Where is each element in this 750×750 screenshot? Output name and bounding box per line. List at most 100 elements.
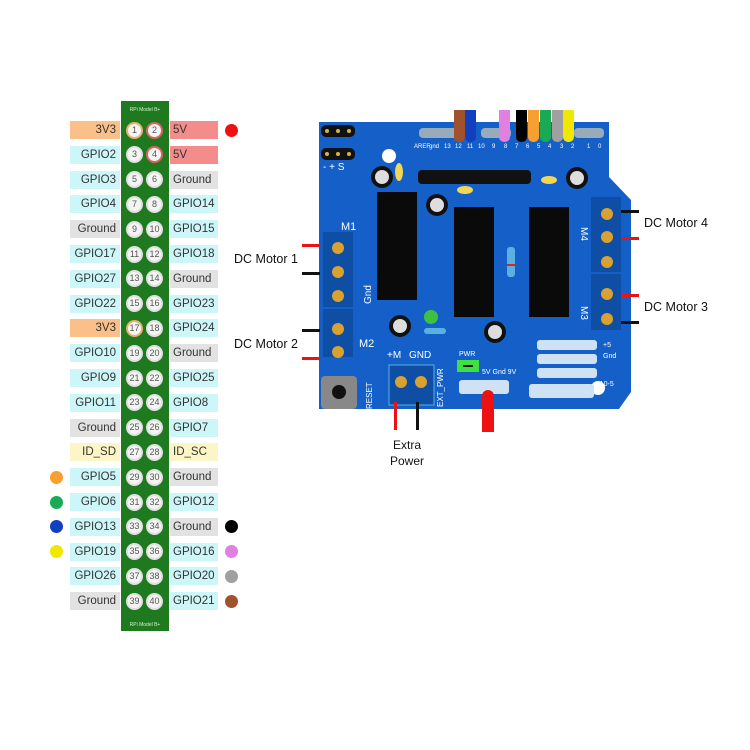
wire-color-dot-pin-2: [225, 123, 238, 137]
pin-39: 39: [126, 592, 143, 610]
pin-label-4: 5V: [170, 145, 218, 164]
pin-label-10: GPIO15: [170, 220, 218, 239]
pin-34: 34: [146, 518, 163, 536]
header-wire: [499, 110, 510, 142]
pin-8: 8: [146, 195, 163, 213]
extra-power-red-lead: [394, 402, 397, 430]
pin-21: 21: [126, 369, 143, 387]
rpi-gpio-header: RPi Model B+ RPi Model B+: [121, 101, 169, 631]
servo-label: - + S: [323, 162, 345, 173]
header-wire: [552, 110, 563, 142]
pin-22: 22: [146, 369, 163, 387]
m1-label: M1: [341, 221, 356, 233]
long-socket: [418, 170, 531, 184]
pin-label-38: GPIO20: [170, 567, 218, 586]
motor3-black-lead: [621, 321, 639, 324]
top-pin-label: 10: [478, 144, 485, 150]
extra-power-black-lead: [416, 402, 419, 430]
pin-33: 33: [126, 518, 143, 536]
header-title-bottom: RPi Model B+: [129, 622, 161, 628]
pin-28: 28: [146, 443, 163, 461]
pin-9: 9: [126, 220, 143, 238]
header-wire: [454, 110, 465, 142]
header-wire: [563, 110, 574, 142]
pin-20: 20: [146, 344, 163, 362]
top-pin-label: 0: [598, 144, 602, 150]
pin-label-3: GPIO2: [70, 145, 120, 164]
pin-14: 14: [146, 270, 163, 288]
top-pin-label: 7: [515, 144, 519, 150]
pin-17: 17: [126, 319, 143, 337]
dc-motor-2-label: DC Motor 2: [234, 337, 298, 351]
pin-31: 31: [126, 493, 143, 511]
pin-23: 23: [126, 394, 143, 412]
pin-label-13: GPIO27: [70, 269, 120, 288]
top-pin-label: 3: [560, 144, 564, 150]
pin-label-37: GPIO26: [70, 567, 120, 586]
pin-3: 3: [126, 146, 143, 164]
capacitors: [371, 166, 588, 343]
top-pin-label: AREF: [414, 144, 430, 150]
header-wire: [540, 110, 551, 142]
wire-color-dot-pin-29: [50, 470, 63, 484]
mount-hole: [591, 381, 605, 395]
pin-24: 24: [146, 394, 163, 412]
pin-2: 2: [146, 121, 163, 139]
pin-label-35: GPIO19: [70, 542, 120, 561]
pwr-label: PWR: [459, 351, 475, 358]
pin-27: 27: [126, 443, 143, 461]
pin-29: 29: [126, 468, 143, 486]
pin-label-16: GPIO23: [170, 294, 218, 313]
m4-label: M4: [578, 227, 589, 241]
motor4-black-lead: [621, 210, 639, 213]
pin-label-1: 3V3: [70, 121, 120, 139]
pin-label-23: GPIO11: [70, 393, 120, 412]
pin-label-7: GPIO4: [70, 195, 120, 214]
pin-label-6: Ground: [170, 170, 218, 189]
analog-label: A0-5: [599, 381, 614, 388]
pin-label-12: GPIO18: [170, 245, 218, 263]
pin-label-17: 3V3: [70, 319, 120, 338]
motor3-red-lead: [621, 294, 639, 297]
pin-label-2: 5V: [170, 121, 218, 139]
pin-label-30: Ground: [170, 468, 218, 487]
wire-color-dot-pin-35: [50, 545, 63, 559]
top-pin-label: 6: [526, 144, 530, 150]
wire-color-dot-pin-33: [50, 520, 63, 534]
wire-color-dot-pin-40: [225, 594, 238, 608]
5v-wire: [482, 390, 494, 432]
motor1-black-lead: [302, 272, 320, 275]
resistor: [507, 247, 515, 277]
pin-7: 7: [126, 195, 143, 213]
pin-25: 25: [126, 419, 143, 437]
pin-38: 38: [146, 567, 163, 585]
header-wire: [528, 110, 539, 142]
reset-label: RESET: [365, 382, 374, 409]
pin-15: 15: [126, 295, 143, 313]
top-pin-label: 12: [455, 144, 462, 150]
pin-label-22: GPIO25: [170, 369, 218, 387]
top-pin-label: 2: [571, 144, 575, 150]
wire-color-dot-pin-36: [225, 545, 238, 559]
motor1-red-lead: [302, 244, 320, 247]
pin-36: 36: [146, 543, 163, 561]
wire-color-dot-pin-38: [225, 569, 238, 583]
wire-color-dot-pin-31: [50, 495, 63, 509]
pin-label-36: GPIO16: [170, 542, 218, 561]
motor2-black-lead: [302, 329, 320, 332]
pin-label-5: GPIO3: [70, 170, 120, 189]
mount-hole: [382, 149, 396, 163]
pin-5: 5: [126, 171, 143, 189]
pin-26: 26: [146, 419, 163, 437]
pin-40: 40: [146, 592, 163, 610]
motor-shield-board: - + S M1 M2 Gnd RESET +M GND EXT_PWR PWR…: [319, 122, 631, 409]
gnd-label: Gnd: [363, 285, 374, 304]
pin-label-32: GPIO12: [170, 493, 218, 511]
pin-12: 12: [146, 245, 163, 263]
m3-label: M3: [578, 306, 589, 320]
pin-32: 32: [146, 493, 163, 511]
pin-label-8: GPIO14: [170, 195, 218, 214]
pin-label-14: Ground: [170, 269, 218, 288]
terminal-ext-power: [388, 364, 435, 406]
top-pin-label: 11: [467, 144, 474, 150]
